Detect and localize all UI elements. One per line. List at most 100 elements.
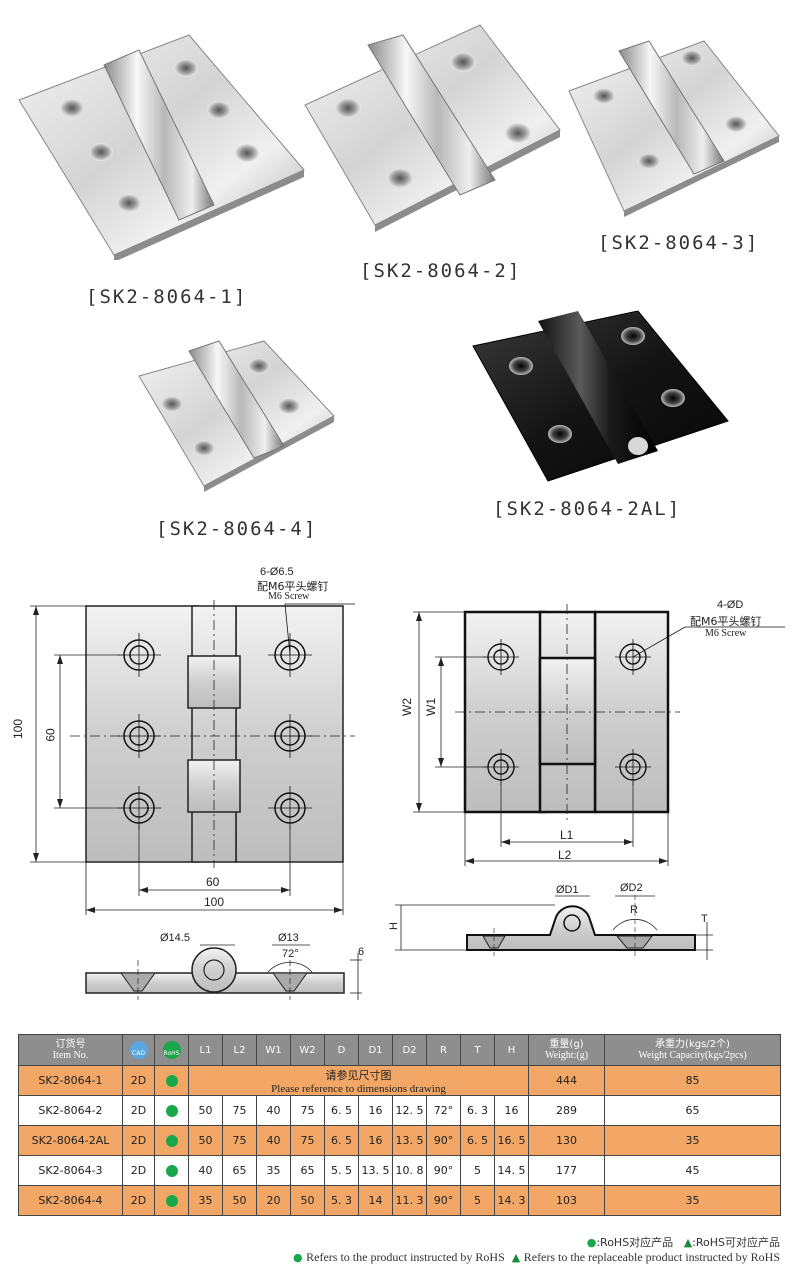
- product-label: [SK2-8064-4]: [156, 518, 318, 540]
- cell-cad[interactable]: 2D: [122, 1155, 155, 1186]
- header-l1: L1: [188, 1034, 223, 1066]
- cell-cad[interactable]: 2D: [122, 1095, 155, 1126]
- rohs-dot-icon: ●: [293, 1251, 303, 1264]
- table-row: SK2-8064-2AL 2D 50 75 40 75 6. 5 16 13. …: [18, 1125, 781, 1156]
- cell-cad[interactable]: 2D: [122, 1065, 155, 1096]
- dim-inner-height-label: 60: [43, 728, 58, 742]
- cell-w1: 35: [256, 1155, 291, 1186]
- cell-h: 16: [494, 1095, 529, 1126]
- legend-line-2: ● Refers to the product instructed by Ro…: [293, 1250, 780, 1264]
- screw-label-en: M6 Screw: [705, 628, 747, 639]
- cell-w1: 40: [256, 1125, 291, 1156]
- cell-l2: 75: [222, 1125, 257, 1156]
- cell-d1: 13. 5: [358, 1155, 393, 1186]
- cell-l1: 50: [188, 1095, 223, 1126]
- cell-w1: 20: [256, 1185, 291, 1216]
- cell-weight: 130: [528, 1125, 605, 1156]
- product-image-sk2-8064-2: [304, 24, 561, 232]
- cell-d1: 14: [358, 1185, 393, 1216]
- cell-r: 90°: [426, 1125, 461, 1156]
- d1-label: ØD1: [556, 884, 579, 896]
- cell-t: 5: [460, 1155, 495, 1186]
- thickness-label: 6: [358, 946, 365, 958]
- cell-l2: 50: [222, 1185, 257, 1216]
- cell-item: SK2-8064-3: [18, 1155, 123, 1186]
- cell-w1: 40: [256, 1095, 291, 1126]
- product-image-sk2-8064-3: [568, 40, 780, 217]
- table-row: SK2-8064-2 2D 50 75 40 75 6. 5 16 12. 5 …: [18, 1095, 781, 1126]
- rohs-dot-icon: [165, 1075, 178, 1087]
- cell-d: 6. 5: [324, 1125, 359, 1156]
- cell-item: SK2-8064-2: [18, 1095, 123, 1126]
- cell-h: 14. 5: [494, 1155, 529, 1186]
- cell-t: 6. 3: [460, 1095, 495, 1126]
- cell-capacity: 65: [604, 1095, 781, 1126]
- cell-d: 5. 5: [324, 1155, 359, 1186]
- header-d2: D2: [392, 1034, 427, 1066]
- header-d1: D1: [358, 1034, 393, 1066]
- header-l2: L2: [222, 1034, 257, 1066]
- rohs-dot-icon: [165, 1135, 178, 1147]
- cell-cad[interactable]: 2D: [122, 1185, 155, 1216]
- cell-l2: 75: [222, 1095, 257, 1126]
- cell-t: 6. 5: [460, 1125, 495, 1156]
- cell-w2: 50: [290, 1185, 325, 1216]
- cell-rohs: [154, 1155, 189, 1186]
- cell-item: SK2-8064-4: [18, 1185, 123, 1216]
- table-row: SK2-8064-3 2D 40 65 35 65 5. 5 13. 5 10.…: [18, 1155, 781, 1186]
- cell-rohs: [154, 1065, 189, 1096]
- cell-t: 5: [460, 1185, 495, 1216]
- cell-cad[interactable]: 2D: [122, 1125, 155, 1156]
- cell-d2: 12. 5: [392, 1095, 427, 1126]
- product-label: [SK2-8064-2]: [360, 260, 522, 282]
- screw-label-cn: 配M6平头螺钉: [690, 615, 762, 628]
- t-label: T: [701, 913, 708, 925]
- cell-d: 6. 5: [324, 1095, 359, 1126]
- rohs-icon: RoHS: [162, 1041, 181, 1059]
- triangle-icon: ▲: [683, 1236, 693, 1249]
- product-image-sk2-8064-1: [18, 34, 305, 260]
- rohs-dot-icon: [165, 1105, 178, 1117]
- rohs-dot-icon: ●: [586, 1236, 597, 1249]
- cell-capacity: 45: [604, 1155, 781, 1186]
- cell-capacity: 85: [604, 1065, 781, 1096]
- cell-d: 5. 3: [324, 1185, 359, 1216]
- cell-l2: 65: [222, 1155, 257, 1186]
- cell-item: SK2-8064-1: [18, 1065, 123, 1096]
- cell-h: 14. 3: [494, 1185, 529, 1216]
- cell-r: 90°: [426, 1185, 461, 1216]
- cell-d1: 16: [358, 1095, 393, 1126]
- header-cad: CAD: [122, 1034, 155, 1066]
- dia-outer-label: Ø14.5: [160, 932, 190, 944]
- cell-r: 72°: [426, 1095, 461, 1126]
- product-label: [SK2-8064-1]: [86, 286, 248, 308]
- r-label: R: [630, 904, 638, 916]
- product-label: [SK2-8064-3]: [598, 232, 760, 254]
- screw-label-en: M6 Screw: [268, 591, 310, 602]
- cell-weight: 177: [528, 1155, 605, 1186]
- header-w2: W2: [290, 1034, 325, 1066]
- cell-d1: 16: [358, 1125, 393, 1156]
- header-r: R: [426, 1034, 461, 1066]
- header-capacity: 承重力(kgs/2个)Weight Capacity(kgs/2pcs): [604, 1034, 781, 1066]
- l1-label: L1: [560, 828, 574, 842]
- technical-drawing-left: [30, 600, 362, 1000]
- cad-icon: CAD: [129, 1041, 148, 1059]
- cell-capacity: 35: [604, 1125, 781, 1156]
- cell-h: 16. 5: [494, 1125, 529, 1156]
- cell-weight: 103: [528, 1185, 605, 1216]
- header-t: T: [460, 1034, 495, 1066]
- header-d: D: [324, 1034, 359, 1066]
- rohs-dot-icon: [165, 1195, 178, 1207]
- dia-inner-label: Ø13: [278, 932, 299, 944]
- angle-label: 72°: [282, 948, 299, 960]
- cell-d2: 13. 5: [392, 1125, 427, 1156]
- l2-label: L2: [558, 848, 572, 862]
- cell-capacity: 35: [604, 1185, 781, 1216]
- d2-label: ØD2: [620, 882, 643, 894]
- dim-height-label: 100: [11, 718, 26, 740]
